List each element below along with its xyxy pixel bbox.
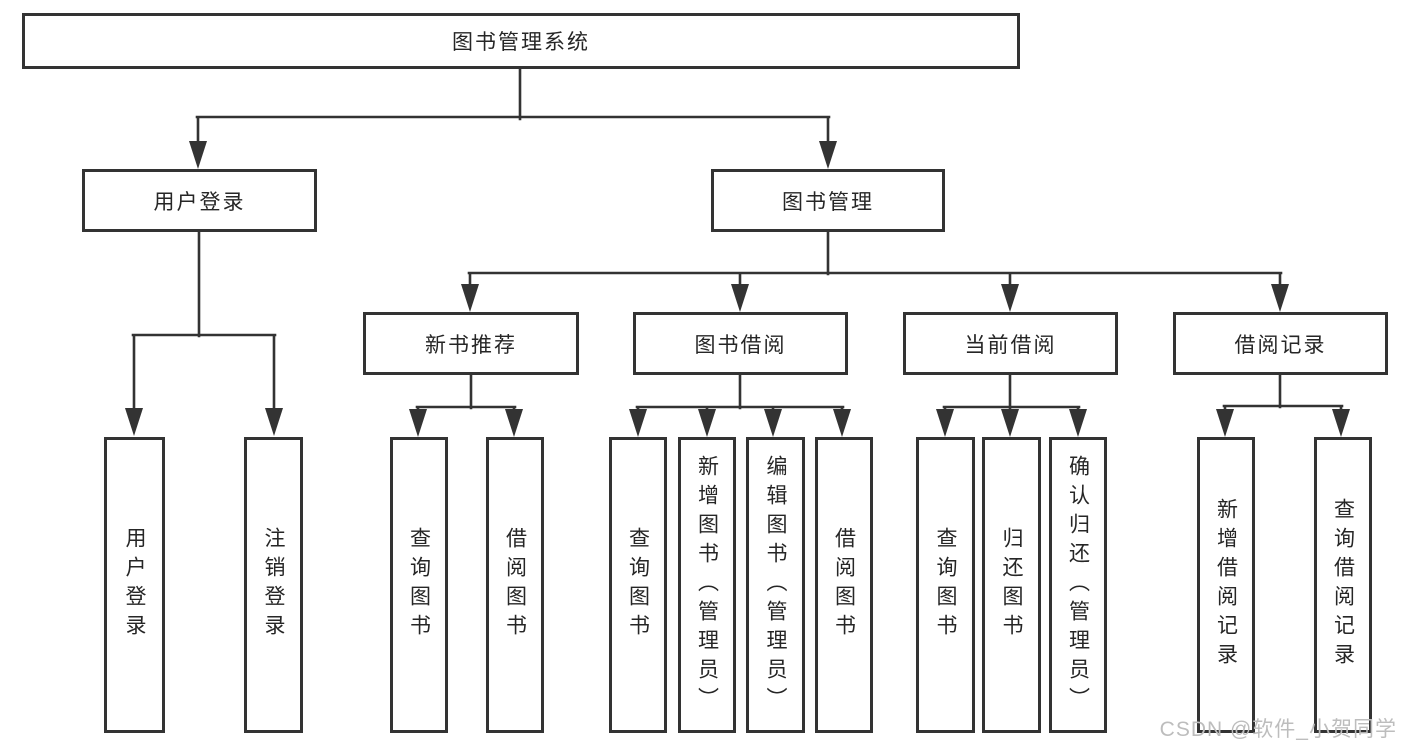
- arrowhead: [189, 141, 207, 169]
- arrowhead: [764, 409, 782, 437]
- node-user-login: 用户登录: [82, 169, 317, 232]
- leaf-confirm-return-admin: 确认归还（管理员）: [1049, 437, 1107, 733]
- leaf-return-book: 归还图书: [982, 437, 1041, 733]
- arrowhead: [265, 408, 283, 436]
- arrowhead: [698, 409, 716, 437]
- leaf-query-book-current: 查询图书: [916, 437, 975, 733]
- leaf-add-book-admin: 新增图书（管理员）: [678, 437, 736, 733]
- leaf-borrow-book: 借阅图书: [815, 437, 873, 733]
- arrowhead: [1069, 409, 1087, 437]
- node-new-book-recommend: 新书推荐: [363, 312, 579, 375]
- arrowhead: [1216, 409, 1234, 437]
- arrowhead: [629, 409, 647, 437]
- node-book-borrowing: 图书借阅: [633, 312, 848, 375]
- arrowhead: [409, 409, 427, 437]
- arrowhead: [125, 408, 143, 436]
- arrowhead: [1271, 284, 1289, 312]
- node-book-management: 图书管理: [711, 169, 945, 232]
- node-current-borrowing: 当前借阅: [903, 312, 1118, 375]
- arrowhead: [819, 141, 837, 169]
- leaf-query-borrow-record: 查询借阅记录: [1314, 437, 1372, 733]
- arrowhead: [461, 284, 479, 312]
- leaf-edit-book-admin: 编辑图书（管理员）: [746, 437, 805, 733]
- csdn-watermark: CSDN @软件_小贺同学: [1159, 718, 1397, 741]
- arrowhead: [1332, 409, 1350, 437]
- arrowhead: [1001, 284, 1019, 312]
- leaf-logout: 注销登录: [244, 437, 303, 733]
- arrowhead: [1001, 409, 1019, 437]
- leaf-query-book-borrow: 查询图书: [609, 437, 667, 733]
- node-borrow-records: 借阅记录: [1173, 312, 1388, 375]
- leaf-query-book-recommend: 查询图书: [390, 437, 448, 733]
- arrowhead: [731, 284, 749, 312]
- leaf-user-login: 用户登录: [104, 437, 165, 733]
- arrowhead: [936, 409, 954, 437]
- arrowhead: [505, 409, 523, 437]
- leaf-borrow-book-recommend: 借阅图书: [486, 437, 544, 733]
- arrowhead: [833, 409, 851, 437]
- node-root-system: 图书管理系统: [22, 13, 1020, 69]
- leaf-add-borrow-record: 新增借阅记录: [1197, 437, 1255, 733]
